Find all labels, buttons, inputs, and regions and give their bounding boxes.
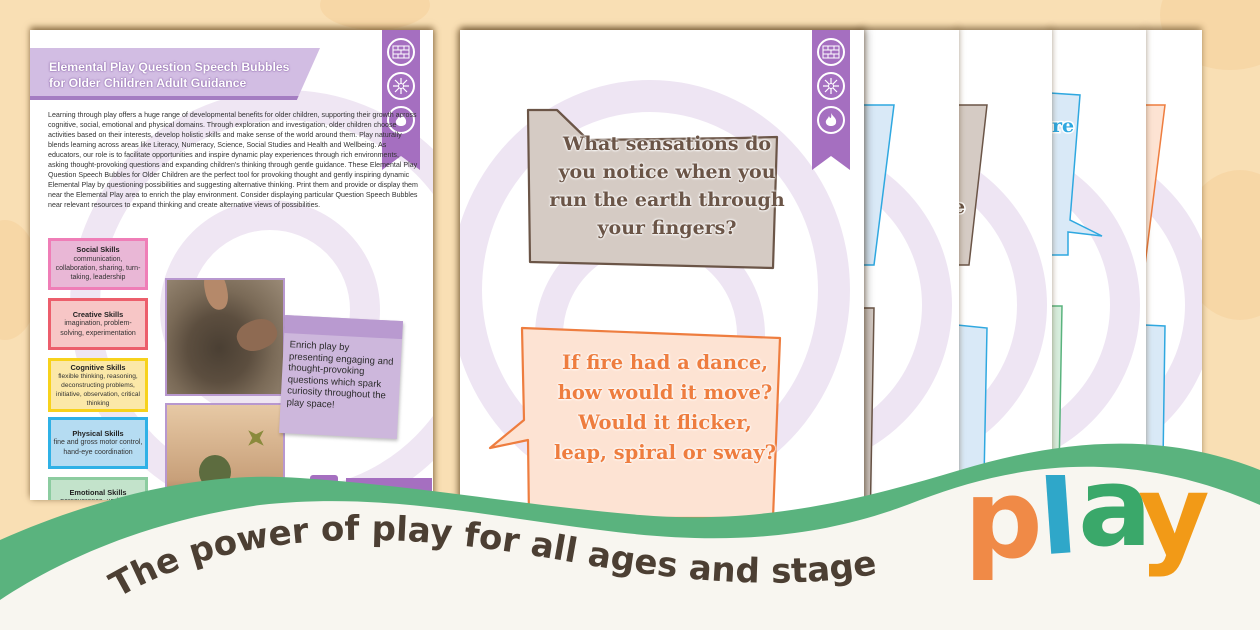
question-line: your fingers?: [597, 217, 737, 239]
title-line-1: Elemental Play Question Speech Bubbles: [49, 60, 290, 74]
skill-box-emotional: Emotional Skills perseverance, underst..…: [48, 477, 148, 500]
stacked-sheet-2: e: [957, 30, 1052, 530]
skill-box-physical: Physical Skills fine and gross motor con…: [48, 417, 148, 469]
skill-box-cognitive: Cognitive Skills flexible thinking, reas…: [48, 358, 148, 412]
svg-text:e: e: [957, 196, 965, 218]
skill-title: Creative Skills: [72, 309, 124, 319]
flame-icon: [817, 106, 845, 134]
question-line: you notice when you: [558, 161, 776, 183]
compass-icon: [817, 72, 845, 100]
flame-icon: [387, 106, 415, 134]
question-sheet-front: What sensations do you notice when you r…: [460, 30, 864, 530]
brick-wall-icon: [387, 38, 415, 66]
logo-letter-l: l: [1035, 475, 1082, 580]
skill-description: communication, collaboration, sharing, t…: [55, 255, 141, 282]
question-line: If fire had a dance,: [561, 351, 769, 374]
logo-letter-a: a: [1078, 475, 1152, 571]
skill-description: flexible thinking, reasoning, deconstruc…: [56, 372, 140, 407]
intro-paragraph: Learning through play offers a huge rang…: [48, 111, 418, 209]
svg-text:The power of play for all ages: The power of play for all ages and stage…: [0, 0, 879, 606]
question-line: Would it flicker,: [578, 411, 752, 434]
speech-bubble-earth: [488, 108, 782, 520]
logo-letter-y: y: [1138, 475, 1210, 579]
svg-text:re: re: [1052, 115, 1074, 137]
logo-letter-p: p: [964, 475, 1043, 583]
question-line: how would it move?: [557, 381, 773, 404]
question-line: What sensations do: [562, 133, 772, 155]
play-type-ribbon: [812, 30, 850, 170]
play-logo: p l a y: [964, 475, 1210, 583]
adult-guidance-sheet: Elemental Play Question Speech Bubbles f…: [30, 30, 433, 500]
skill-title: Social Skills: [76, 245, 120, 255]
title-line-2: for Older Children Adult Guidance: [49, 76, 247, 90]
stacked-sheet-4: [1145, 30, 1202, 530]
play-type-ribbon: [382, 30, 420, 170]
question-fire: If fire had a dance, how would it move? …: [515, 348, 815, 468]
question-line: leap, spiral or sway?: [553, 441, 776, 464]
skill-box-creative: Creative Skills imagination, problem-sol…: [48, 298, 148, 350]
compass-icon: [387, 72, 415, 100]
question-earth: What sensations do you notice when you r…: [522, 130, 812, 242]
brick-wall-icon: [817, 38, 845, 66]
page-title: Elemental Play Question Speech Bubbles f…: [49, 59, 309, 91]
title-banner: [30, 48, 320, 100]
speech-bubble-blue: [862, 104, 895, 530]
photo-hands-in-soil: [165, 278, 285, 396]
skill-description: fine and gross motor control, hand-eye c…: [53, 439, 143, 456]
tagline-text: The power of play for all ages and stage…: [0, 0, 879, 606]
skill-box-social: Social Skills communication, collaborati…: [48, 238, 148, 290]
skill-title: Emotional Skills: [69, 488, 127, 497]
stacked-sheet-1: [862, 30, 959, 530]
question-line: run the earth through: [549, 189, 785, 211]
skill-title: Cognitive Skills: [70, 362, 126, 372]
skill-title: Physical Skills: [72, 428, 124, 438]
skill-description: perseverance, underst...: [53, 497, 143, 500]
skill-description: imagination, problem-solving, experiment…: [60, 320, 136, 337]
